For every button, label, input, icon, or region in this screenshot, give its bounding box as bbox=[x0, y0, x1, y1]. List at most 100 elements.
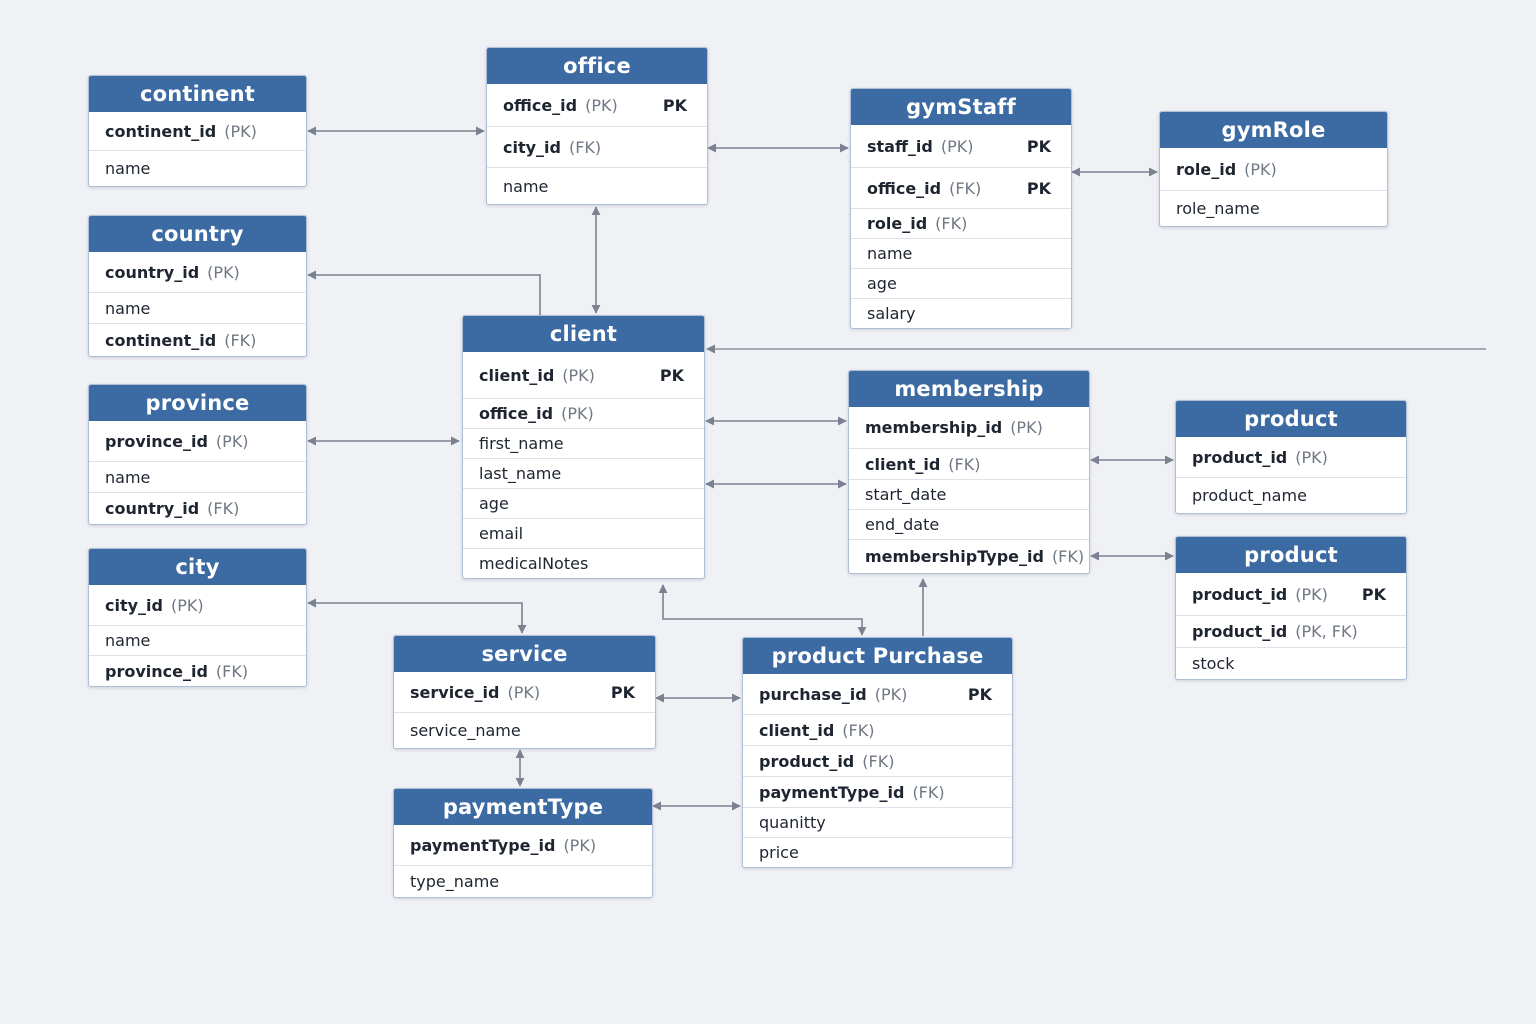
entity-title: gymStaff bbox=[851, 89, 1071, 125]
field-name: last_name bbox=[479, 464, 562, 483]
entity-field-row: start_date bbox=[849, 479, 1089, 509]
entity-field-row: name bbox=[487, 167, 707, 204]
field-key-tag: (PK) bbox=[507, 682, 541, 702]
field-name: client_id bbox=[865, 454, 941, 474]
entity-title: product bbox=[1176, 401, 1406, 437]
field-key-tag: (PK) bbox=[224, 121, 257, 141]
entity-field-row: client_id(FK) bbox=[743, 714, 1012, 745]
field-name: name bbox=[105, 631, 151, 650]
entity-title: product bbox=[1176, 537, 1406, 573]
field-name: age bbox=[479, 494, 509, 513]
field-key-tag: (PK) bbox=[207, 262, 240, 282]
entity-field-row: end_date bbox=[849, 509, 1089, 539]
field-name: office_id bbox=[503, 95, 578, 115]
primary-key-marker: PK bbox=[610, 682, 635, 702]
field-key-tag: (PK) bbox=[1244, 159, 1277, 179]
field-key-tag: (FK) bbox=[1051, 547, 1085, 566]
entity-product-1[interactable]: product product_id (PK) product_name bbox=[1175, 400, 1407, 514]
field-key-tag: (PK) bbox=[1010, 418, 1043, 437]
entity-field-row: price bbox=[743, 837, 1012, 867]
field-name: product_id bbox=[1192, 447, 1288, 467]
field-key-tag: (PK) bbox=[1295, 447, 1328, 467]
field-key-tag: (PK) bbox=[215, 431, 249, 451]
field-name: age bbox=[867, 274, 897, 293]
entity-field-row: name bbox=[89, 625, 306, 655]
field-name: paymentType_id bbox=[759, 782, 905, 802]
entity-fields: product_id (PK) product_name bbox=[1176, 437, 1406, 513]
entity-field-row: country_id (PK) bbox=[89, 252, 306, 292]
field-name: service_id bbox=[410, 682, 500, 702]
entity-office[interactable]: office office_id (PK) PK city_id(FK)name bbox=[486, 47, 708, 205]
entity-field-row: city_id(FK) bbox=[487, 126, 707, 167]
field-key-tag: (FK) bbox=[948, 454, 981, 474]
entity-field-row: membership_id(PK) bbox=[849, 407, 1089, 448]
entity-title: province bbox=[89, 385, 306, 421]
field-name: start_date bbox=[865, 485, 947, 504]
field-key-tag: (FK) bbox=[224, 330, 257, 350]
primary-key-marker: PK bbox=[662, 95, 687, 115]
primary-key-marker: PK bbox=[1026, 136, 1051, 156]
field-key-tag: (PK) bbox=[585, 95, 618, 115]
field-name: price bbox=[759, 843, 799, 862]
entity-field-row: name bbox=[89, 461, 306, 492]
field-name: client_id bbox=[759, 720, 835, 740]
field-key-tag: (FK) bbox=[935, 214, 968, 233]
field-name: product_id bbox=[1192, 622, 1288, 641]
entity-fields: membership_id(PK)client_id(FK)start_date… bbox=[849, 407, 1089, 573]
entity-field-row: age bbox=[463, 488, 704, 518]
field-name: product_name bbox=[1192, 486, 1307, 505]
field-name: continent_id bbox=[105, 330, 217, 350]
primary-key-marker: PK bbox=[1361, 584, 1386, 604]
entity-title: product Purchase bbox=[743, 638, 1012, 674]
field-name: name bbox=[105, 159, 151, 178]
field-name: end_date bbox=[865, 515, 940, 534]
entity-field-row: type_name bbox=[394, 865, 652, 897]
field-name: role_id bbox=[867, 214, 928, 233]
field-name: stock bbox=[1192, 654, 1235, 673]
entity-field-row: email bbox=[463, 518, 704, 548]
entity-field-row: product_name bbox=[1176, 477, 1406, 513]
field-name: name bbox=[105, 298, 151, 318]
entity-fields: role_id(PK)role_name bbox=[1160, 148, 1387, 226]
entity-field-row: continent_id (FK) bbox=[89, 323, 306, 356]
field-key-tag: (FK) bbox=[862, 751, 895, 771]
field-name: office_id bbox=[867, 178, 942, 198]
primary-key-marker: PK bbox=[659, 365, 684, 385]
field-name: continent_id bbox=[105, 121, 217, 141]
entity-title: city bbox=[89, 549, 306, 585]
entity-title: office bbox=[487, 48, 707, 84]
entity-field-row: service_name bbox=[394, 712, 655, 748]
entity-field-row: purchase_id(PK)PK bbox=[743, 674, 1012, 714]
field-name: quanitty bbox=[759, 813, 826, 832]
entity-field-row: last_name bbox=[463, 458, 704, 488]
entity-field-row: office_id(FK)PK bbox=[851, 167, 1071, 208]
field-name: country_id bbox=[105, 262, 200, 282]
field-key-tag: (PK) bbox=[561, 404, 594, 423]
entity-field-row: quanitty bbox=[743, 807, 1012, 837]
entity-field-row: office_id(PK) bbox=[463, 398, 704, 428]
primary-key-marker: PK bbox=[967, 684, 992, 704]
field-name: product_id bbox=[1192, 584, 1288, 604]
field-key-tag: (FK) bbox=[949, 178, 982, 198]
field-name: membershipType_id bbox=[865, 547, 1044, 566]
entity-field-row: staff_id(PK)PK bbox=[851, 125, 1071, 167]
entity-field-row: name bbox=[89, 150, 306, 186]
field-name: staff_id bbox=[867, 136, 933, 156]
field-key-tag: (PK, FK) bbox=[1295, 622, 1358, 641]
entity-field-row: age bbox=[851, 268, 1071, 298]
